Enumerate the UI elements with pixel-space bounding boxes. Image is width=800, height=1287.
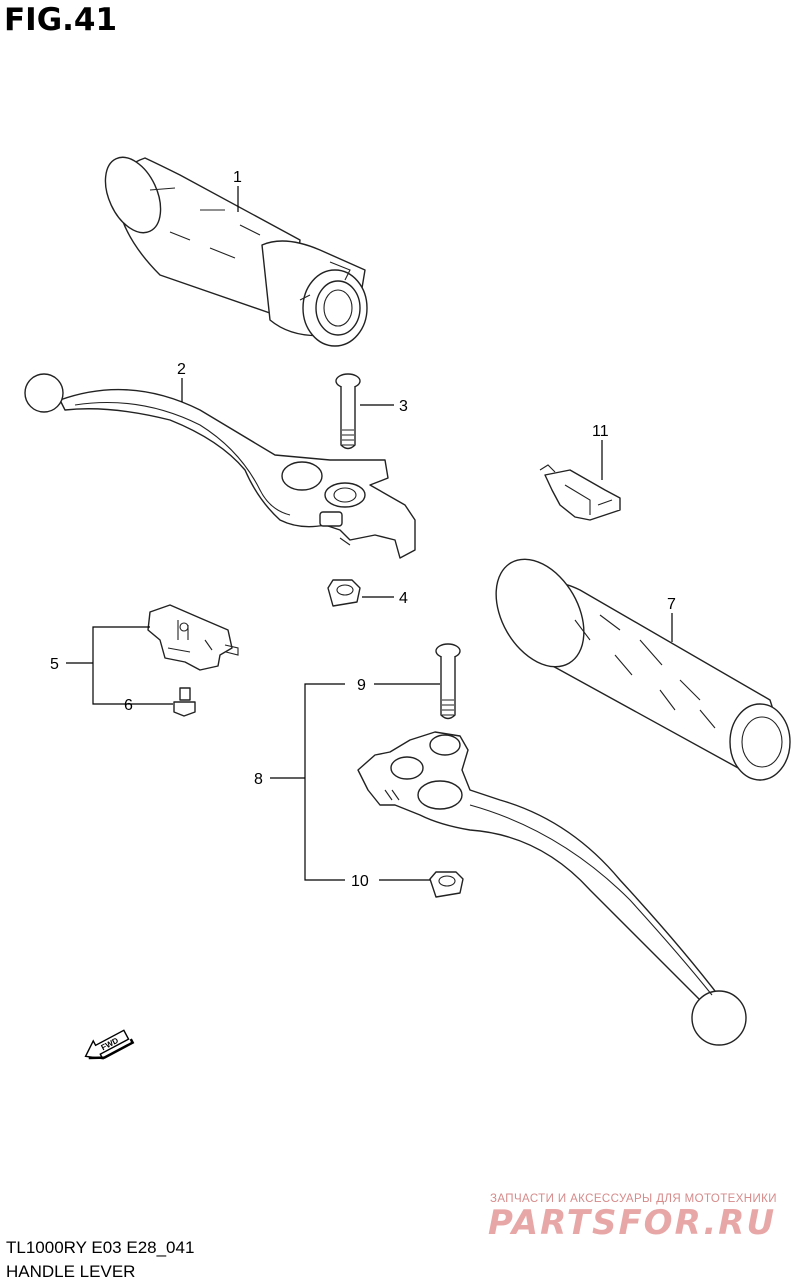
clutch-lever-left [357,731,747,1046]
section-name: HANDLE LEVER [6,1262,136,1281]
callout-9: 9 [357,677,366,694]
brake-switch-11 [539,464,621,521]
callout-4: 4 [399,590,408,607]
nut-10 [429,871,464,898]
callout-8: 8 [254,771,263,788]
brake-lever-right [24,373,416,559]
pivot-bolt-3 [335,373,361,450]
callout-2: 2 [177,361,186,378]
callout-7: 7 [667,596,676,613]
watermark-logo: PARTSFOR.RU [488,1203,777,1243]
callout-5: 5 [50,656,59,673]
model-code: TL1000RY E03 E28_041 [6,1238,195,1257]
callout-3: 3 [399,398,408,415]
callout-10: 10 [351,873,369,890]
grip-right [104,156,368,347]
bracket-5 [147,604,239,671]
leader-lines [66,186,673,881]
callout-11: 11 [592,423,609,440]
grip-left [495,558,791,781]
watermark-subtitle: ЗАПЧАСТИ И АКСЕССУАРЫ ДЛЯ МОТОТЕХНИКИ [490,1193,777,1205]
callout-6: 6 [124,697,133,714]
pivot-bolt-9 [435,643,461,720]
screw-6 [173,687,196,717]
callout-1: 1 [233,169,242,186]
nut-4 [327,579,361,607]
fwd-arrow-icon: FWD [84,1029,135,1060]
figure-title: FIG.41 [4,2,118,38]
